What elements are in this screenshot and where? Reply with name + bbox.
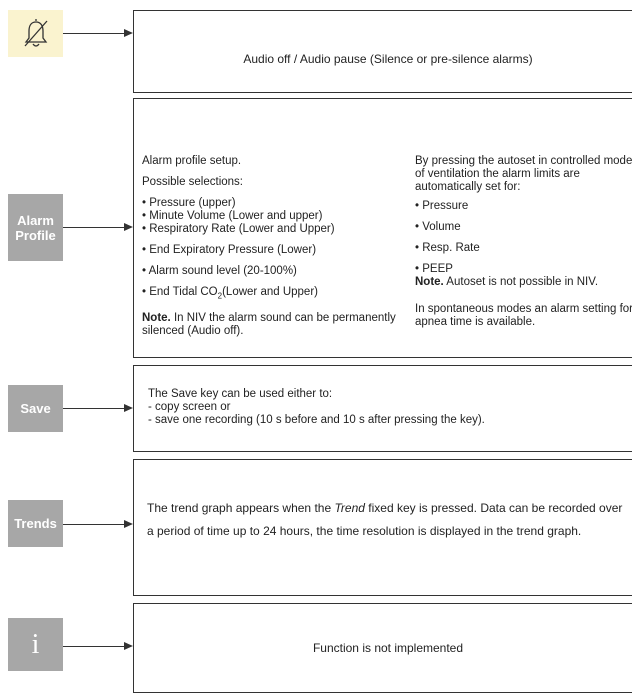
save-key-label: Save bbox=[20, 401, 51, 416]
trends-key[interactable]: Trends bbox=[8, 500, 63, 547]
arrow-right-icon bbox=[124, 642, 133, 650]
trends-key-label: Trends bbox=[14, 516, 57, 531]
alarm-left-column: Alarm profile setup. Possible selections… bbox=[142, 155, 397, 338]
connector-line bbox=[63, 408, 125, 409]
audio-off-description-box: Audio off / Audio pause (Silence or pre-… bbox=[133, 10, 632, 93]
connector-line bbox=[63, 227, 125, 228]
autoset-list: Pressure Volume Resp. Rate PEEP bbox=[415, 200, 632, 276]
list-item-co2: End Tidal CO2(Lower and Upper) bbox=[142, 286, 397, 302]
info-description: Function is not implemented bbox=[312, 641, 464, 655]
list-item: Pressure (upper) bbox=[142, 197, 397, 210]
autoset-note: Note. Autoset is not possible in NIV. bbox=[415, 276, 599, 288]
alarm-key-label-line1: Alarm bbox=[17, 212, 54, 228]
save-description-box: The Save key can be used either to: - co… bbox=[133, 365, 632, 452]
save-key[interactable]: Save bbox=[8, 385, 63, 432]
alarm-intro: Possible selections: bbox=[142, 176, 243, 188]
info-description-box: Function is not implemented bbox=[133, 603, 632, 693]
list-item: Pressure bbox=[415, 200, 632, 213]
trends-description: The trend graph appears when the Trend f… bbox=[147, 501, 623, 538]
list-item: Minute Volume (Lower and upper) bbox=[142, 210, 397, 223]
alarm-profile-description-box: Alarm profile setup. Possible selections… bbox=[133, 98, 632, 358]
alarm-right-column: By pressing the autoset in controlled mo… bbox=[415, 155, 632, 329]
apnea-note: In spontaneous modes an alarm setting fo… bbox=[415, 303, 632, 328]
alarm-profile-key[interactable]: Alarm Profile bbox=[8, 194, 63, 261]
arrow-right-icon bbox=[124, 404, 133, 412]
arrow-right-icon bbox=[124, 520, 133, 528]
list-item: Resp. Rate bbox=[415, 242, 632, 255]
list-item: Respiratory Rate (Lower and Upper) bbox=[142, 223, 397, 236]
audio-off-description: Audio off / Audio pause (Silence or pre-… bbox=[243, 52, 533, 66]
connector-line bbox=[63, 33, 125, 34]
list-item: Volume bbox=[415, 221, 632, 234]
list-item: End Expiratory Pressure (Lower) bbox=[142, 244, 397, 257]
list-item: Alarm sound level (20-100%) bbox=[142, 265, 397, 278]
info-key-label: i bbox=[31, 628, 40, 660]
save-line-2: - copy screen or bbox=[148, 401, 231, 413]
list-item: PEEP bbox=[415, 263, 632, 276]
alarm-selection-list: Pressure (upper) Minute Volume (Lower an… bbox=[142, 197, 397, 302]
connector-line bbox=[63, 524, 125, 525]
arrow-right-icon bbox=[124, 223, 133, 231]
save-line-3: - save one recording (10 s before and 10… bbox=[148, 414, 485, 426]
arrow-right-icon bbox=[124, 29, 133, 37]
connector-line bbox=[63, 646, 125, 647]
trends-description-box: The trend graph appears when the Trend f… bbox=[133, 459, 632, 596]
bell-off-icon bbox=[24, 18, 47, 47]
alarm-key-label-line2: Profile bbox=[15, 227, 56, 243]
info-key[interactable]: i bbox=[8, 618, 63, 671]
save-line-1: The Save key can be used either to: bbox=[148, 388, 333, 400]
audio-off-key[interactable] bbox=[8, 10, 63, 57]
alarm-note: Note. In NIV the alarm sound can be perm… bbox=[142, 312, 396, 338]
alarm-heading: Alarm profile setup. bbox=[142, 155, 242, 167]
autoset-intro: By pressing the autoset in controlled mo… bbox=[415, 155, 632, 193]
save-description: The Save key can be used either to: - co… bbox=[148, 388, 628, 427]
